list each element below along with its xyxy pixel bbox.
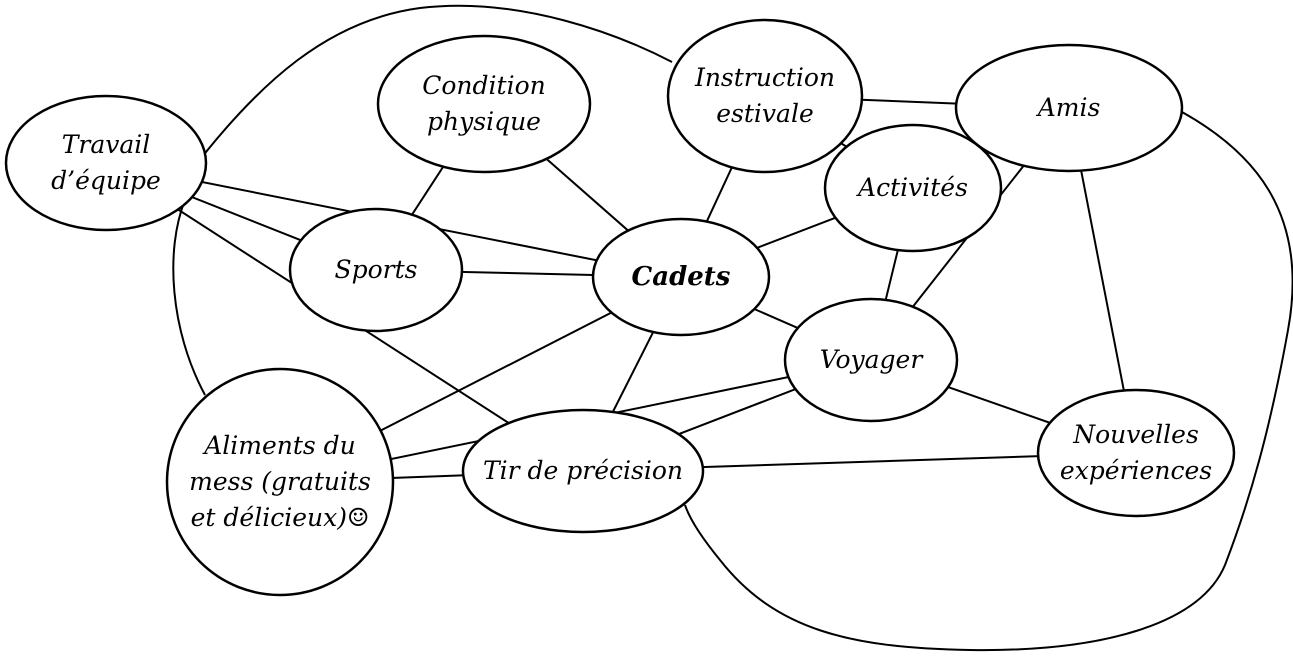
node-travail-ellipse [4,94,208,232]
node-aliments-label-1: mess (gratuits [189,467,371,496]
node-aliments-label-2: et délicieux)☺ [191,503,370,532]
node-condition: Condition physique [376,34,592,174]
node-amis-ellipse [954,43,1184,173]
node-voyager: Voyager [783,297,959,423]
node-condition-ellipse [376,34,592,174]
node-instruction-label-0: Instruction [694,63,835,92]
node-instruction: Instruction estivale [666,18,864,174]
node-sports: Sports [288,207,464,333]
node-sports-ellipse [288,207,464,333]
node-amis: Amis [954,43,1184,173]
node-voyager-label-0: Voyager [820,345,925,374]
node-nouvelles-label-1: expériences [1060,456,1212,485]
node-activites: Activités [823,123,1003,253]
node-aliments-label-0: Aliments du [202,431,356,460]
node-voyager-ellipse [783,297,959,423]
node-nouvelles: Nouvelles expériences [1036,388,1236,518]
node-activites-ellipse [823,123,1003,253]
node-tir: Tir de précision [461,408,705,534]
node-amis-label-0: Amis [1036,93,1101,122]
node-cadets-ellipse [591,217,771,337]
edge-travail-aliments-curve [172,199,206,396]
node-condition-label-1: physique [427,107,541,136]
node-cadets-label-0: Cadets [632,262,731,292]
node-travail-label-0: Travail [62,130,151,159]
node-condition-label-0: Condition [422,71,545,100]
node-sports-label-0: Sports [334,255,417,284]
node-aliments: Aliments du mess (gratuits et délicieux)☺ [165,367,395,597]
edge-travail-instruction-curve [187,4,673,176]
node-travail: Travail d’équipe [4,94,208,232]
node-tir-ellipse [461,408,705,534]
node-tir-label-0: Tir de précision [483,456,683,485]
node-instruction-label-1: estivale [716,99,814,128]
node-travail-label-1: d’équipe [51,166,161,195]
node-aliments-ellipse [165,367,395,597]
node-activites-label-0: Activités [856,173,968,202]
edge-amis-tir-curve [684,111,1293,652]
node-instruction-ellipse [666,18,864,174]
node-nouvelles-label-0: Nouvelles [1072,420,1199,449]
node-nouvelles-ellipse [1036,388,1236,518]
node-cadets: Cadets [591,217,771,337]
